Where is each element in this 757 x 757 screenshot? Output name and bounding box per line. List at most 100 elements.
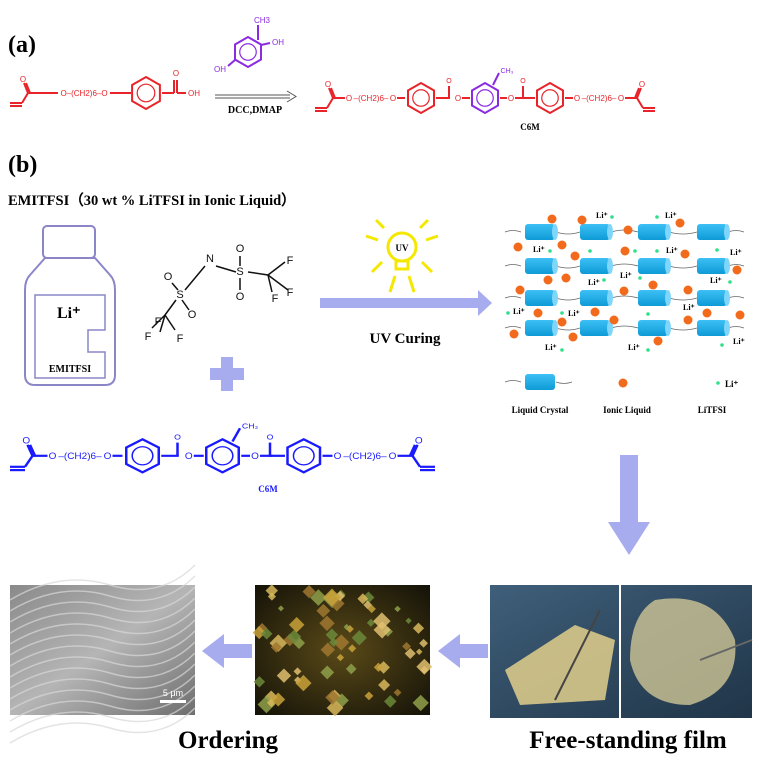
oxygen-atom: O	[188, 309, 197, 321]
bond	[492, 72, 500, 86]
bond	[260, 42, 271, 46]
birefringent-domain	[364, 691, 374, 701]
birefringent-domain	[293, 667, 302, 676]
bond	[411, 444, 419, 457]
li-ion-dot	[728, 280, 732, 284]
left-arrow-2	[438, 634, 488, 668]
panel-b-label: (b)	[8, 152, 37, 178]
legend-li: Li⁺	[725, 379, 739, 389]
mesogen-cylinder-end	[607, 258, 613, 274]
legend-ionic-liquid-swatch	[618, 378, 628, 388]
mesogen-cylinder-end	[724, 258, 730, 274]
mesogen-cylinder-end	[724, 320, 730, 336]
li-ion-label: Li⁺	[710, 276, 722, 285]
birefringent-domain	[333, 634, 350, 651]
sem-texture	[9, 564, 196, 601]
ionic-liquid-particle	[570, 251, 580, 261]
benzene-ring	[125, 438, 160, 474]
sem-texture	[9, 619, 196, 656]
ionic-liquid-particle	[509, 329, 519, 339]
birefringent-domain	[265, 584, 278, 597]
li-ion-dot	[560, 348, 564, 352]
ionic-liquid-particle	[609, 315, 619, 325]
birefringent-domain	[252, 626, 266, 640]
li-ion-label: Li⁺	[665, 211, 677, 220]
li-ion-dot	[646, 312, 650, 316]
atom-label: O	[20, 75, 26, 84]
bond	[21, 92, 29, 104]
sem-texture	[9, 696, 196, 733]
bond	[411, 455, 422, 468]
uv-bulb-text: UV	[396, 243, 409, 253]
li-ion-label: Li⁺	[568, 309, 580, 318]
legend-li-swatch	[716, 381, 720, 385]
li-ion-dot	[638, 276, 642, 280]
atom-label: O	[574, 94, 580, 103]
bond	[184, 265, 206, 291]
mesogen-cylinder-end	[665, 258, 671, 274]
sem-texture	[9, 586, 196, 623]
birefringent-domain	[320, 665, 335, 680]
ionic-liquid-particle	[732, 265, 742, 275]
li-ion-label: Li⁺	[513, 307, 525, 316]
ordering-label: Ordering	[178, 727, 278, 754]
bond	[164, 299, 177, 316]
bond	[408, 444, 417, 457]
scale-bar-label: 5 μm	[163, 688, 183, 698]
mesogen-cylinder-end	[552, 290, 558, 306]
bond	[215, 265, 237, 273]
bond	[328, 87, 334, 99]
li-ion-label: Li⁺	[545, 343, 557, 352]
ionic-liquid-particle	[568, 332, 578, 342]
birefringent-domain	[357, 593, 369, 605]
polymer-chain	[504, 295, 745, 301]
atom-label: O	[446, 78, 452, 85]
birefringent-domain	[329, 637, 339, 648]
birefringent-domain	[253, 676, 266, 688]
birefringent-domain	[420, 665, 429, 674]
birefringent-domain	[325, 690, 340, 705]
birefringent-domain	[405, 617, 412, 624]
birefringent-domain	[269, 634, 288, 652]
aromatic-bond	[136, 83, 156, 103]
li-ion-label: Li⁺	[666, 246, 678, 255]
atom-label: O	[325, 80, 331, 89]
mesogen-cylinder	[525, 258, 555, 274]
mesogen-cylinder-end	[607, 320, 613, 336]
bond	[23, 455, 34, 468]
li-ion-dot	[588, 249, 592, 253]
ionic-liquid-particle	[619, 286, 629, 296]
atom-label: O	[267, 433, 274, 441]
spacer-chain: –(CH2)6–	[582, 94, 617, 103]
mesogen-cylinder	[580, 224, 610, 240]
birefringent-domain	[367, 604, 376, 614]
mesogen-cylinder-end	[552, 258, 558, 274]
ionic-liquid-particle	[557, 317, 567, 327]
ionic-liquid-particle	[702, 308, 712, 318]
atom-label: O	[508, 94, 514, 103]
birefringent-domain	[377, 661, 390, 674]
bond	[636, 97, 644, 109]
birefringent-domain	[310, 589, 327, 606]
spacer-chain: –(CH2)6–	[58, 451, 102, 461]
sem-texture	[9, 674, 196, 711]
oxygen-atom: O	[236, 291, 245, 303]
birefringent-domain	[393, 688, 402, 697]
benzene-ring	[471, 81, 499, 115]
mesogen-cylinder-end	[665, 224, 671, 240]
atom-label: O	[390, 94, 396, 103]
aromatic-bond	[292, 446, 315, 466]
spacer-chain: –(CH2)6–	[343, 451, 387, 461]
li-ion-dot	[655, 249, 659, 253]
li-ion-dot	[646, 348, 650, 352]
legend-mesogen-swatch	[525, 374, 555, 390]
sem-texture	[9, 652, 196, 689]
birefringent-domain	[348, 644, 357, 653]
mesogen-cylinder-end	[552, 224, 558, 240]
birefringent-domain	[288, 616, 305, 633]
birefringent-domain	[319, 615, 335, 631]
atom-label: O	[639, 80, 645, 89]
li-ion-label: Li⁺	[683, 303, 695, 312]
